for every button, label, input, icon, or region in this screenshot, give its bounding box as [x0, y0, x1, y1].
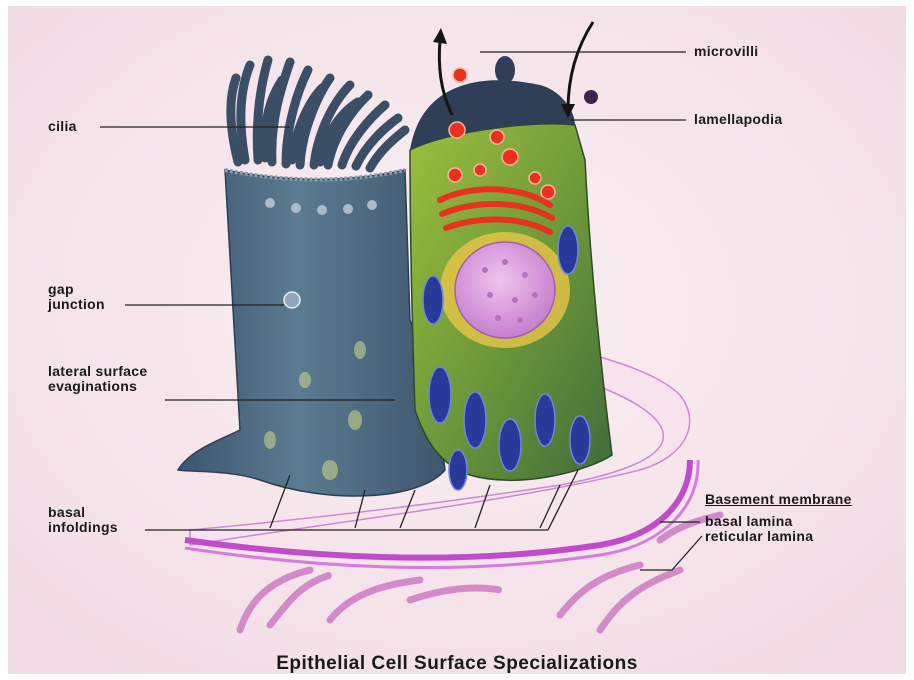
label-basal-infoldings: basal infoldings: [48, 505, 138, 535]
label-microvilli: microvilli: [694, 44, 758, 59]
label-lateral-surface-evaginations: lateral surface evaginations: [48, 364, 163, 394]
label-lamellapodia: lamellapodia: [694, 112, 782, 127]
label-reticular-lamina: reticular lamina: [705, 529, 813, 544]
label-gap-junction: gap junction: [48, 282, 118, 312]
label-cilia: cilia: [48, 119, 77, 134]
label-basal-lamina: basal lamina: [705, 514, 793, 529]
gap-junction-plaque: [284, 292, 300, 308]
nucleus: [440, 232, 570, 348]
exocytosed-particle: [584, 90, 598, 104]
label-basement-membrane: Basement membrane: [705, 492, 852, 507]
diagram-title: Epithelial Cell Surface Specializations: [0, 653, 914, 675]
